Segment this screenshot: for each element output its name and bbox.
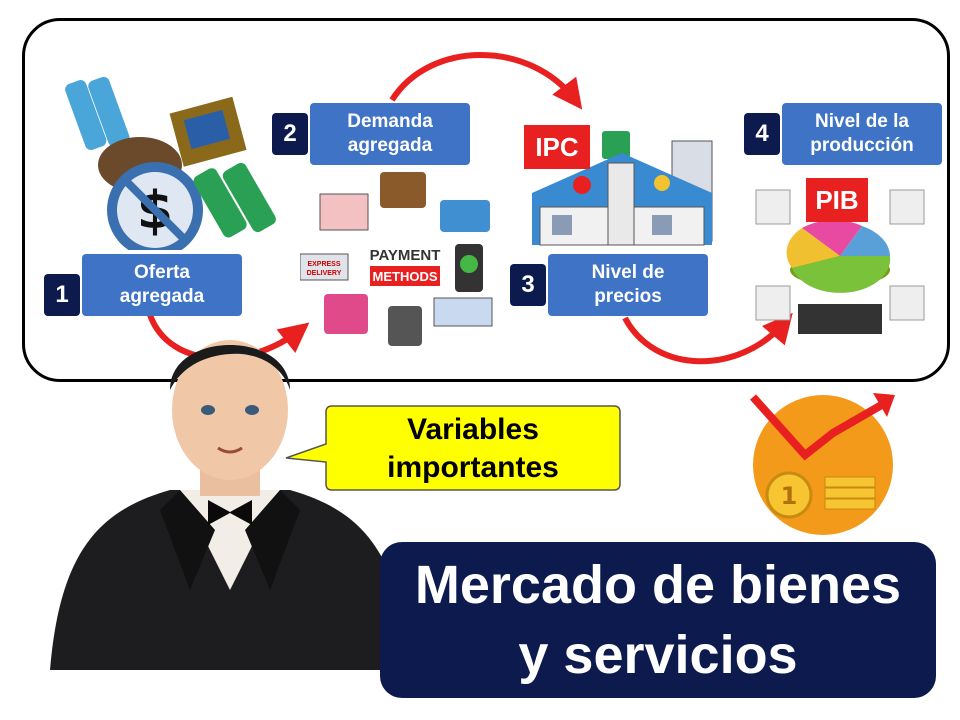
step-2-number: 2 (272, 113, 308, 155)
speech-bubble-text: Variables importantes (387, 413, 559, 484)
speech-bubble (285, 405, 621, 491)
step-3-nivel-de-precios: 3 Nivel de precios (510, 254, 708, 316)
svg-text:1: 1 (781, 482, 798, 510)
pib-tag: PIB (806, 178, 868, 222)
svg-text:EXPRESS: EXPRESS (307, 261, 340, 268)
arrow-3-to-4 (622, 312, 793, 365)
step-1-number: 1 (44, 274, 80, 316)
step-4-nivel-de-la-produccion: 4 Nivel de la producción (744, 103, 942, 165)
payment-methods-illustration: EXPRESS DELIVERY PAYMENT METHODS (300, 172, 493, 346)
step-1-label: Oferta agregada (82, 254, 242, 316)
step-2-demanda-agregada: 2 Demanda agregada (272, 103, 470, 165)
supply-illustration: $ (65, 76, 276, 250)
arrow-2-to-3 (389, 52, 583, 110)
svg-text:METHODS: METHODS (373, 269, 438, 284)
diagram-frame (22, 18, 950, 382)
step-2-label: Demanda agregada (310, 103, 470, 165)
ipc-tag: IPC (524, 125, 590, 169)
step-1-oferta-agregada: 1 Oferta agregada (44, 254, 242, 316)
step-4-number: 4 (744, 113, 780, 155)
market-illustration (532, 131, 713, 246)
businessman-illustration (50, 340, 410, 670)
svg-text:DELIVERY: DELIVERY (307, 270, 342, 277)
gdp-pie-illustration (755, 189, 925, 334)
main-title: Mercado de bienes y servicios (380, 542, 936, 698)
step-4-label: Nivel de la producción (782, 103, 942, 165)
svg-text:PAYMENT: PAYMENT (370, 247, 441, 264)
coin-growth-icon: 1 (750, 393, 895, 535)
step-3-label: Nivel de precios (548, 254, 708, 316)
step-3-number: 3 (510, 264, 546, 306)
